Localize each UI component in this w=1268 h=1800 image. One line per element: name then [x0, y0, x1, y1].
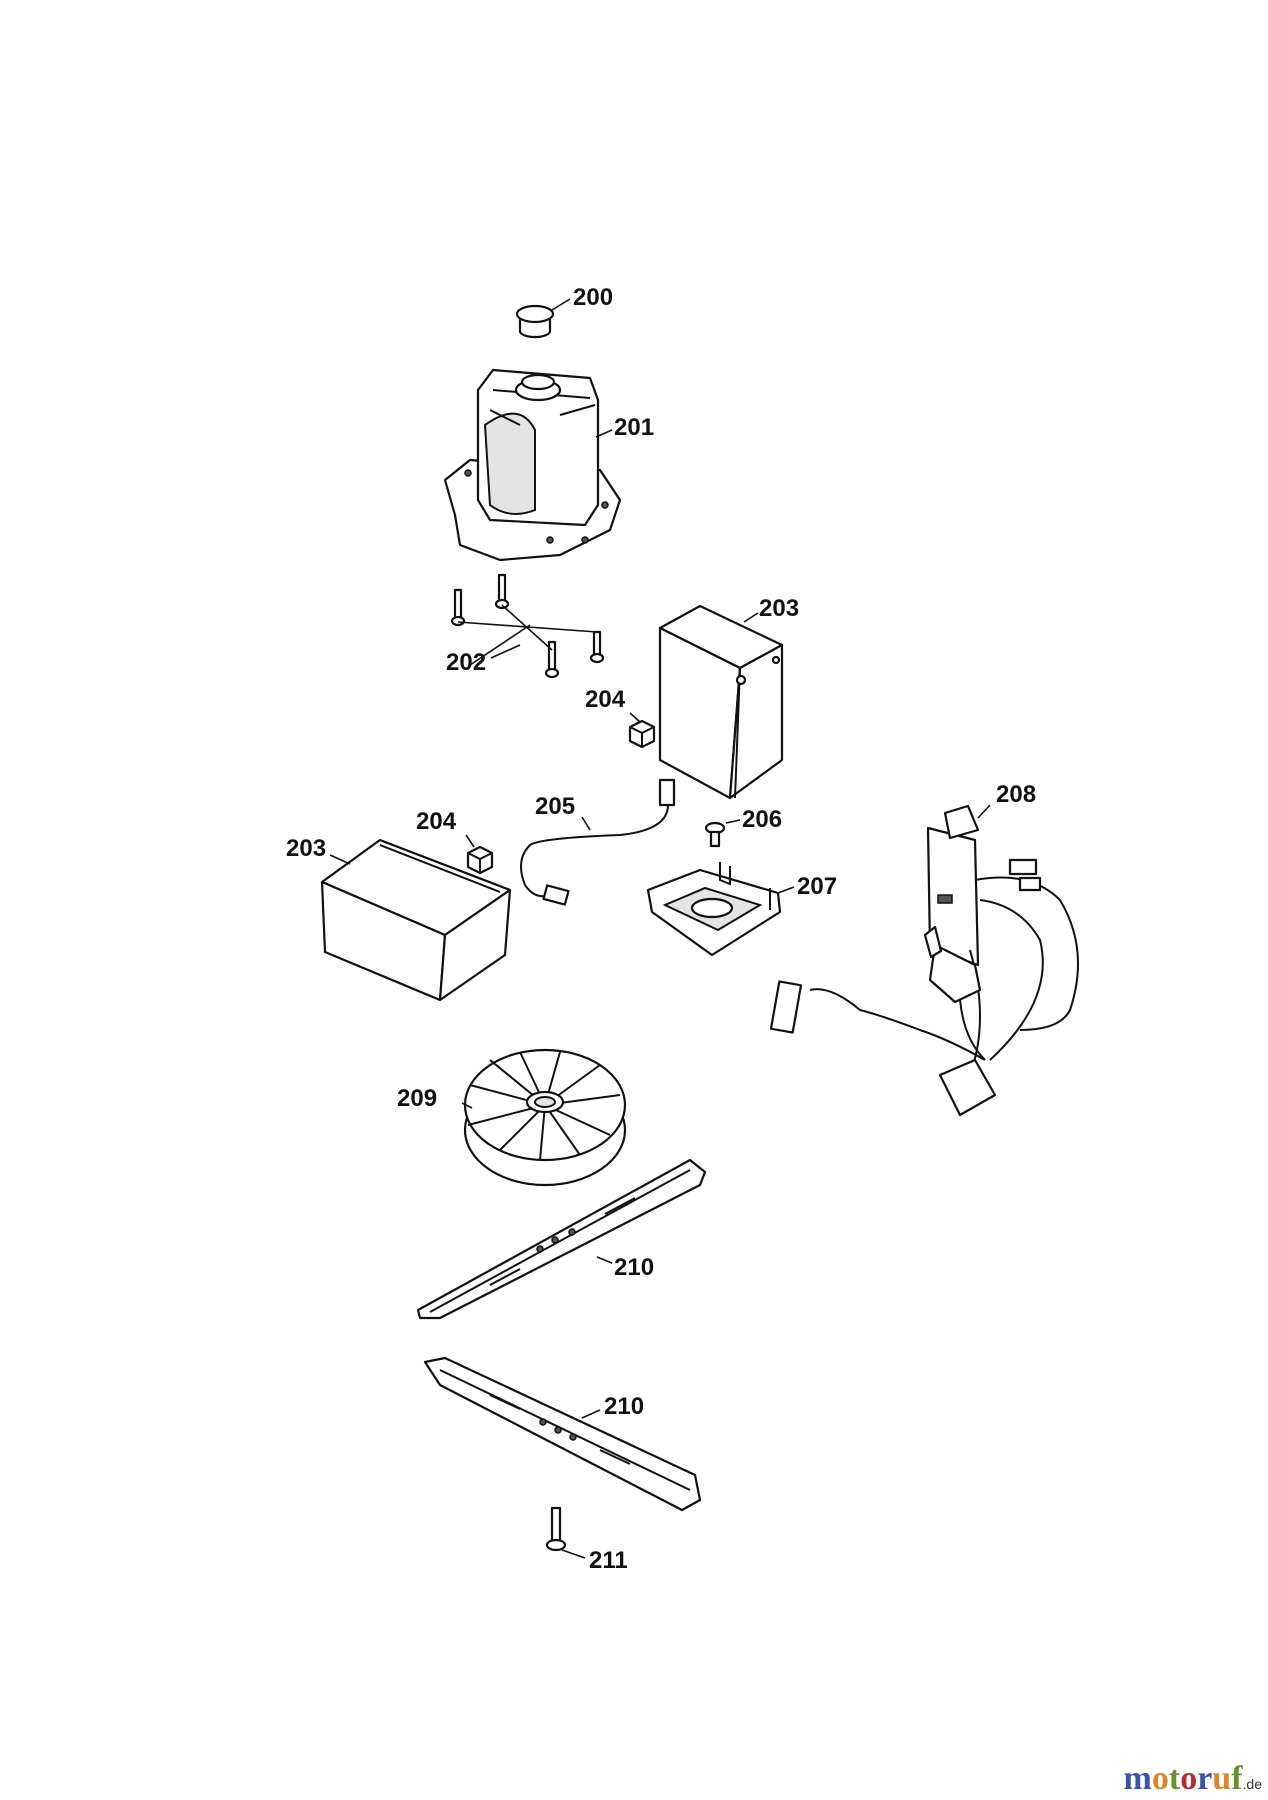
callout-206: 206	[742, 806, 783, 833]
part-211-bolt	[545, 1506, 567, 1552]
callout-204-lying: 204	[416, 808, 457, 835]
callout-202: 202	[446, 649, 487, 676]
part-210-blade-upper	[416, 1158, 707, 1320]
part-202-screws	[450, 573, 605, 679]
part-210-blade-lower	[423, 1356, 702, 1512]
part-206-screw	[704, 821, 726, 848]
logo-letter: f	[1231, 1760, 1243, 1797]
callout-200: 200	[573, 284, 614, 311]
callout-203-upright: 203	[759, 595, 800, 622]
part-208-switch-harness	[769, 804, 1079, 1117]
part-203-battery-lying	[320, 838, 512, 1002]
callout-201: 201	[614, 414, 655, 441]
logo-suffix: .de	[1242, 1776, 1262, 1792]
part-207-bracket	[646, 862, 782, 957]
part-205-cable	[520, 778, 676, 906]
logo-letter: m	[1123, 1760, 1152, 1797]
part-204-block-b	[466, 845, 494, 875]
callout-203-lying: 203	[286, 835, 327, 862]
leader-lines	[329, 298, 991, 1559]
callout-211: 211	[589, 1547, 628, 1574]
callout-208: 208	[996, 781, 1037, 808]
callout-209: 209	[397, 1085, 438, 1112]
callout-210-upper: 210	[614, 1254, 655, 1281]
logo-letter: u	[1212, 1760, 1232, 1797]
callout-210-lower: 210	[604, 1393, 645, 1420]
logo-letter: o	[1180, 1760, 1198, 1797]
part-209-fan	[463, 1048, 627, 1187]
logo-letters: motoruf	[1124, 1760, 1243, 1797]
part-204-block-a	[628, 719, 656, 749]
part-201-motor	[443, 368, 622, 562]
part-203-battery-upright	[658, 604, 784, 800]
logo-letter: o	[1151, 1760, 1169, 1797]
callout-207: 207	[797, 873, 838, 900]
part-200-cap	[515, 304, 555, 339]
callout-204-upright: 204	[585, 686, 626, 713]
callout-205: 205	[535, 793, 576, 820]
logo-letter: r	[1197, 1760, 1213, 1797]
logo-letter: t	[1168, 1760, 1181, 1797]
motoruf-watermark-logo: motoruf.de	[1124, 1762, 1262, 1796]
